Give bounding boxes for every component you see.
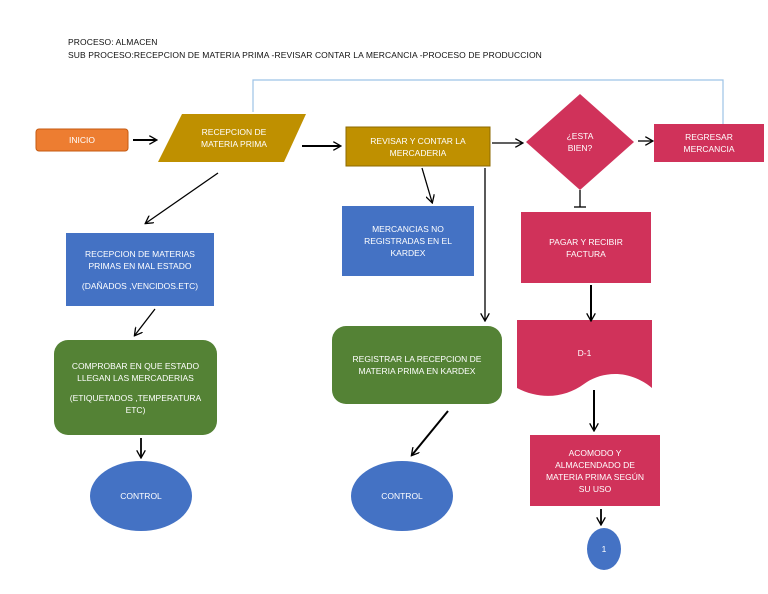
registrar-label: REGISTRAR LA RECEPCION DE MATERIA PRIMA …	[352, 354, 482, 376]
comprobar-shape	[54, 340, 217, 435]
sub-proceso-title: SUB PROCESO:RECEPCION DE MATERIA PRIMA -…	[68, 50, 542, 60]
comprobar-sub-label: (ETIQUETADOS ,TEMPERATURA ETC)	[69, 392, 202, 415]
mal-estado-sub-label: (DAÑADOS ,VENCIDOS.ETC)	[81, 280, 199, 291]
inicio-node: INICIO	[36, 129, 128, 151]
revisar-shape	[345, 126, 491, 167]
mal-estado-node: RECEPCION DE MATERIAS PRIMAS EN MAL ESTA…	[66, 233, 214, 306]
pagar-label: PAGAR Y RECIBIR FACTURA	[549, 236, 623, 259]
conector-node: 1	[587, 528, 621, 570]
regresar-label: REGRESAR MERCANCIA	[683, 132, 735, 154]
conector-label: 1	[601, 544, 607, 554]
comprobar-label: COMPROBAR EN QUE ESTADO LLEGAN LAS MERCA…	[71, 360, 200, 383]
mal-estado-shape	[66, 233, 214, 306]
decision-shape	[526, 94, 634, 190]
feedback-connector	[252, 79, 724, 126]
recepcion-mp-shape	[158, 114, 306, 162]
arrow-recepcion-malestado	[146, 172, 219, 223]
decision-node: ¿ESTA BIEN?	[546, 120, 614, 164]
decision-label: ¿ESTA BIEN?	[566, 131, 594, 153]
control-mid-label: CONTROL	[381, 491, 423, 501]
inicio-shape	[35, 128, 129, 152]
recepcion-mp-label: RECEPCION DE MATERIA PRIMA	[201, 127, 267, 149]
regresar-shape	[654, 124, 764, 162]
control-left-label: CONTROL	[120, 491, 162, 501]
regresar-node: REGRESAR MERCANCIA	[654, 124, 764, 162]
documento-label: D-1	[577, 348, 592, 358]
control-mid-shape	[351, 461, 453, 531]
arrow-registrar-control	[412, 410, 449, 455]
conector-shape	[587, 528, 621, 570]
proceso-title: PROCESO: ALMACEN	[68, 37, 158, 47]
recepcion-mp-node: RECEPCION DE MATERIA PRIMA	[178, 114, 290, 162]
no-registradas-label: MERCANCIAS NO REGISTRADAS EN EL KARDEX	[364, 224, 452, 258]
documento-node: D-1	[517, 330, 652, 376]
pagar-node: PAGAR Y RECIBIR FACTURA	[521, 212, 651, 283]
documento-shape	[517, 320, 652, 396]
arrow-revisar-noregistradas	[421, 167, 432, 202]
control-left-node: CONTROL	[90, 461, 192, 531]
pagar-shape	[521, 212, 651, 283]
acomodo-node: ACOMODO Y ALMACENDADO DE MATERIA PRIMA S…	[530, 435, 660, 506]
registrar-shape	[332, 326, 502, 404]
control-mid-node: CONTROL	[351, 461, 453, 531]
revisar-label: REVISAR Y CONTAR LA MERCADERIA	[370, 135, 466, 158]
arrow-malestado-comprobar	[135, 308, 156, 335]
acomodo-label: ACOMODO Y ALMACENDADO DE MATERIA PRIMA S…	[545, 447, 645, 494]
no-registradas-node: MERCANCIAS NO REGISTRADAS EN EL KARDEX	[342, 206, 474, 276]
mal-estado-label: RECEPCION DE MATERIAS PRIMAS EN MAL ESTA…	[85, 248, 195, 271]
revisar-node: REVISAR Y CONTAR LA MERCADERIA	[346, 127, 490, 166]
inicio-label: INICIO	[69, 135, 95, 145]
acomodo-shape	[530, 435, 660, 506]
no-registradas-shape	[342, 206, 474, 276]
comprobar-node: COMPROBAR EN QUE ESTADO LLEGAN LAS MERCA…	[54, 340, 217, 435]
registrar-node: REGISTRAR LA RECEPCION DE MATERIA PRIMA …	[332, 326, 502, 404]
control-left-shape	[90, 461, 192, 531]
